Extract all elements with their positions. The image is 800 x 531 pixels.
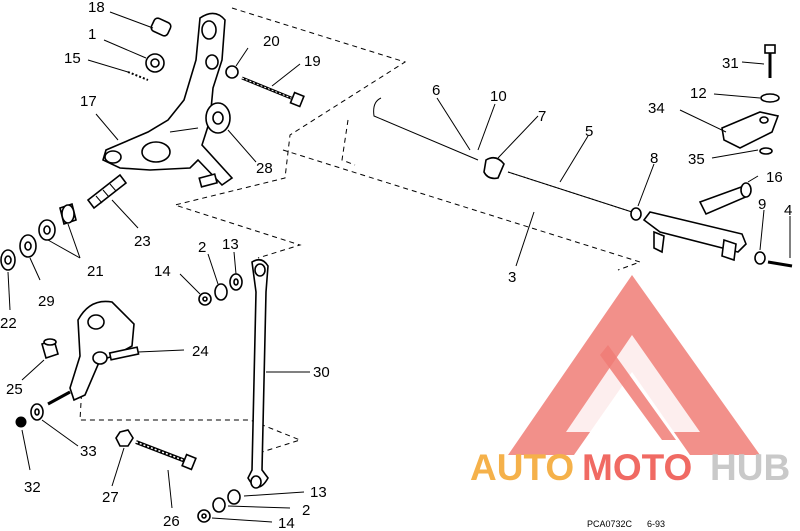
nut-20: [225, 65, 239, 79]
callout-33: 33: [80, 443, 97, 460]
callout-32: 32: [24, 479, 41, 496]
washer-2-bottom: [212, 497, 226, 513]
callout-29: 29: [38, 293, 55, 310]
callout-12: 12: [690, 85, 707, 102]
bracket-34: [721, 111, 780, 149]
nut-7: [483, 156, 505, 180]
pin-15: [127, 71, 149, 81]
bolt-31: [764, 44, 776, 78]
washer-35: [759, 147, 773, 155]
bolt-24: [108, 346, 140, 361]
link-rod-30: [247, 258, 269, 489]
callout-28: 28: [256, 160, 273, 177]
callout-9: 9: [758, 196, 766, 213]
logo-triangle-icon: [508, 275, 760, 455]
callout-14-bottom: 14: [278, 515, 295, 531]
washer-12: [760, 93, 780, 103]
lever-bracket-24: [69, 300, 135, 402]
bushings-21: [38, 202, 77, 241]
grip-16: [698, 182, 752, 216]
callout-10: 10: [490, 88, 507, 105]
stud-bracket-bottom: [198, 173, 219, 188]
nut-14-top: [198, 292, 212, 306]
callout-1: 1: [88, 26, 96, 43]
callout-13-bottom: 13: [310, 484, 327, 501]
callout-3: 3: [508, 269, 516, 286]
callout-7: 7: [538, 108, 546, 125]
bolt-26: [135, 440, 197, 471]
washer-33: [30, 403, 44, 421]
callout-31: 31: [722, 55, 739, 72]
callout-34: 34: [648, 100, 665, 117]
callout-18: 18: [88, 0, 105, 16]
leader-lines: [7, 11, 791, 523]
nut-27: [115, 429, 134, 447]
reference-date: 6-93: [647, 519, 665, 529]
callout-23: 23: [134, 233, 151, 250]
washer-22: [0, 249, 16, 271]
bushing-1: [145, 53, 165, 73]
screw-4: [767, 260, 793, 268]
callout-25: 25: [6, 381, 23, 398]
callout-22: 22: [0, 315, 17, 332]
nut-14-bottom: [197, 509, 211, 523]
callout-16: 16: [766, 169, 783, 186]
callout-19: 19: [304, 53, 321, 70]
callout-4: 4: [784, 202, 792, 219]
callout-14-top: 14: [154, 263, 171, 280]
callout-2-bottom: 2: [302, 502, 310, 519]
logo-word-moto: MOTO: [582, 447, 692, 488]
callout-30: 30: [313, 364, 330, 381]
spring-5: [507, 171, 633, 213]
housing-3: [642, 211, 747, 262]
logo-word-hub: HUB: [710, 447, 790, 488]
assembly-outlines: [79, 7, 642, 453]
callout-8: 8: [650, 150, 658, 167]
roller-28: [205, 102, 231, 134]
reference-code: PCA0732C: [587, 519, 633, 529]
stud-33: [47, 390, 71, 406]
spring-23: [86, 173, 128, 210]
washer-2-top: [214, 283, 228, 301]
washer-13-bottom: [227, 489, 241, 505]
callout-6: 6: [432, 82, 440, 99]
callout-20: 20: [263, 33, 280, 50]
callout-15: 15: [64, 50, 81, 67]
hook-rod-6: [373, 97, 479, 161]
callout-21: 21: [87, 263, 104, 280]
figure-reference: PCA0732C 6-93: [587, 519, 665, 529]
nut-32: [15, 416, 27, 428]
callout-24: 24: [192, 343, 209, 360]
washer-13-top: [229, 273, 243, 291]
callout-27: 27: [102, 489, 119, 506]
callout-26: 26: [163, 513, 180, 530]
callout-17: 17: [80, 93, 97, 110]
washer-9: [754, 251, 766, 265]
bushing-25: [41, 338, 59, 360]
callout-5: 5: [585, 123, 593, 140]
callout-13-top: 13: [222, 236, 239, 253]
pedal-bracket: [102, 12, 234, 187]
automotohub-logo: AUTO MOTO HUB: [470, 275, 790, 488]
washer-8: [630, 207, 642, 221]
callout-35: 35: [688, 151, 705, 168]
logo-word-auto: AUTO: [470, 447, 574, 488]
washer-29: [19, 234, 37, 258]
bolt-19: [241, 76, 305, 108]
spacer-18: [150, 17, 172, 37]
callout-2-top: 2: [198, 239, 206, 256]
